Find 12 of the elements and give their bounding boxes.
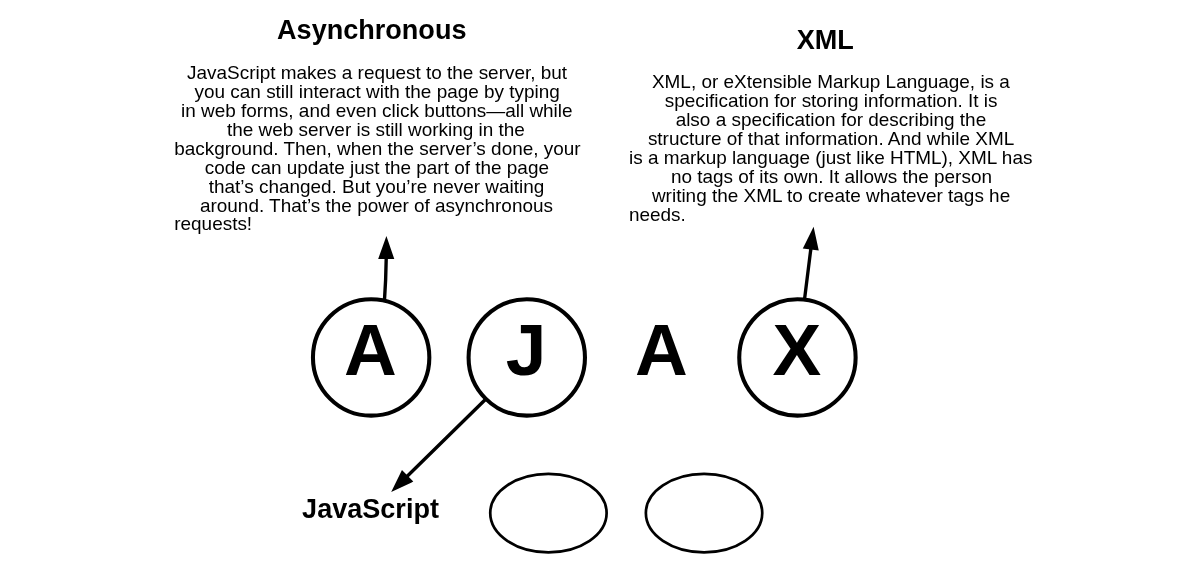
label: A bbox=[634, 308, 688, 390]
arrow bbox=[802, 226, 819, 300]
node-text: Asynchronous JavaScript makes a request to the server, but you can still interact with the page by typing in web forms, and even click buttons—all while the web server is still working in the background. Then, when the server’s done, your code can update just the part of the page that’s changed. But you’re never waiting around. That’s the power of asynchronous requests! bbox=[173, 15, 581, 235]
node-circle: J bbox=[466, 297, 587, 418]
arrow bbox=[377, 235, 394, 301]
arrow bbox=[390, 397, 487, 492]
node-circle bbox=[644, 472, 764, 554]
node-circle: X bbox=[736, 297, 858, 418]
node-text: XML XML, or eXtensible Markup Language, is a specification for storing information. It is also a specification for describing the structure of that information. And while XML is a markup language (just like HTML), XML has no tags of its own. It allows the person writing the XML to create whatever tags he needs. bbox=[628, 24, 1032, 226]
node-circle: A bbox=[310, 297, 431, 418]
node-circle bbox=[488, 472, 608, 554]
node-text: JavaScript bbox=[301, 494, 439, 525]
